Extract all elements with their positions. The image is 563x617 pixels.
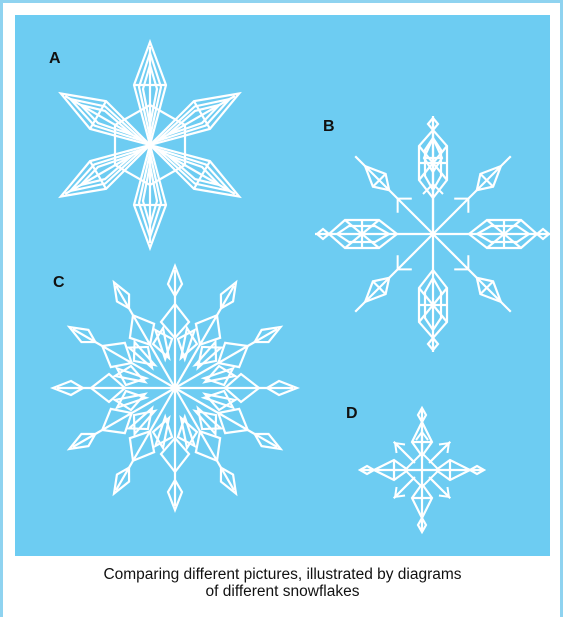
snowflake-label-d: D xyxy=(346,405,358,423)
figure-caption: Comparing different pictures, illustrate… xyxy=(15,566,550,600)
snowflake-c xyxy=(50,263,300,513)
caption-line-1: Comparing different pictures, illustrate… xyxy=(15,566,550,583)
diagram-panel: A B C D xyxy=(15,15,550,556)
snowflake-c-arm xyxy=(153,266,197,388)
snowflake-d-diagonal-arm xyxy=(416,430,428,460)
snowflake-a-arm xyxy=(134,42,166,145)
snowflake-a xyxy=(55,40,245,250)
snowflake-b xyxy=(311,112,555,356)
snowflake-d xyxy=(357,405,487,535)
caption-line-2: of different snowflakes xyxy=(15,583,550,600)
